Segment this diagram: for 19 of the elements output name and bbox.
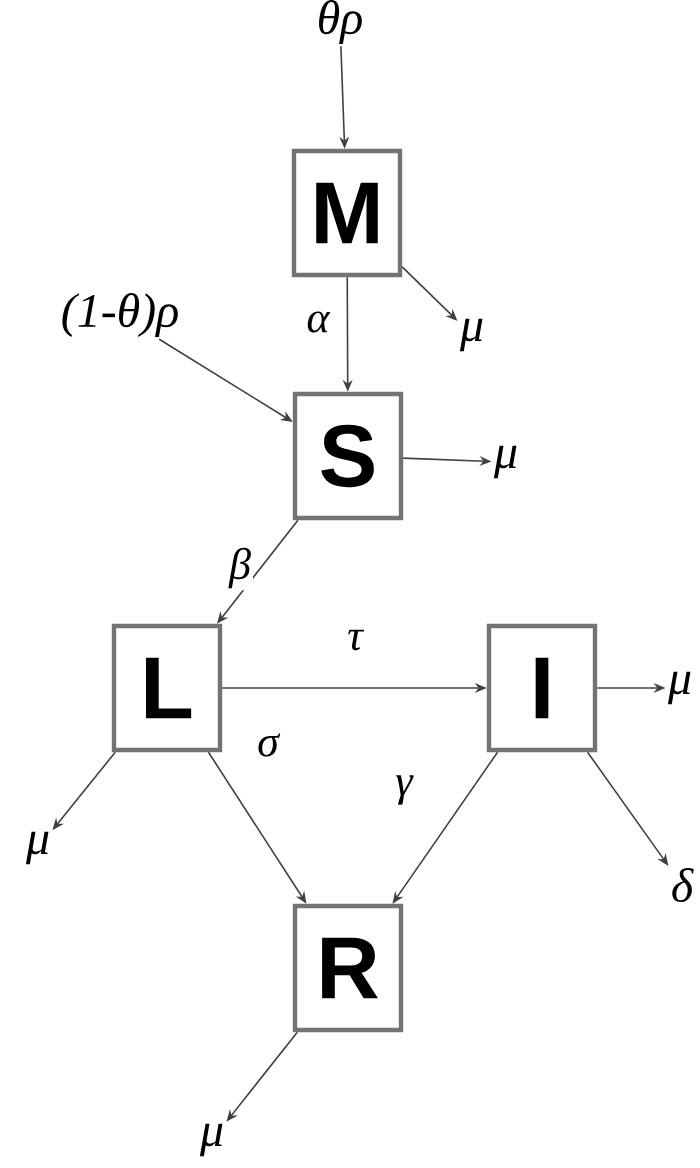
rate-label: (1-θ)ρ [62, 293, 178, 337]
compartment-box: M [291, 148, 403, 278]
edge-label: σ [255, 731, 281, 759]
rate-label: μ [459, 318, 483, 352]
rate-label: μ [25, 831, 49, 865]
compartment-box: L [111, 623, 223, 753]
edge-label: τ [345, 627, 365, 653]
compartment-box: R [292, 903, 404, 1033]
edge-label: γ [393, 773, 415, 807]
edge-label: β [227, 545, 253, 591]
arrow [586, 751, 669, 866]
rate-label: μ [199, 1123, 223, 1157]
rate-label: δ [672, 868, 694, 902]
compartment-box: S [292, 391, 404, 521]
rate-label: μ [493, 445, 517, 479]
rate-label: μ [667, 671, 691, 705]
compartment-box: I [486, 623, 598, 753]
rate-label: θρ [319, 0, 362, 44]
edge-label: α [304, 309, 332, 335]
